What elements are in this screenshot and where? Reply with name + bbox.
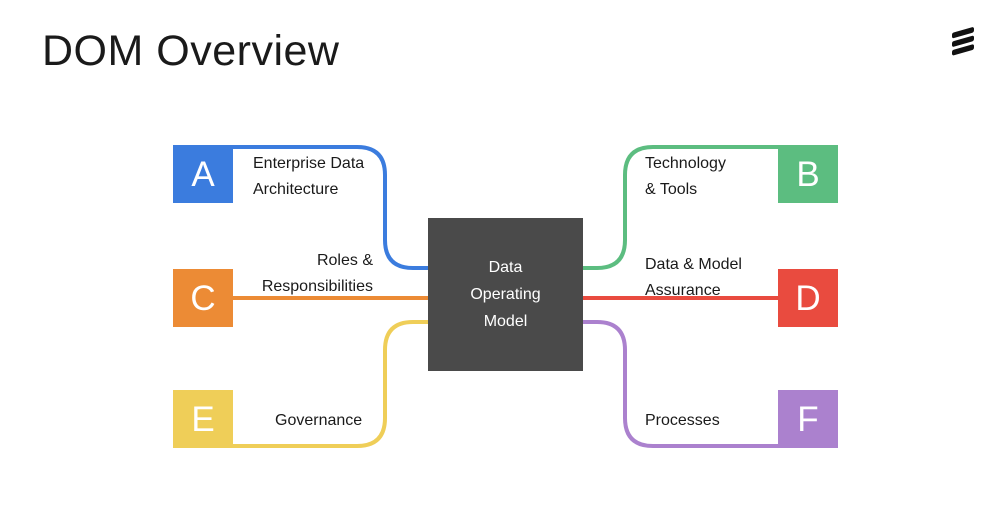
node-a-label: Enterprise Data Architecture: [253, 151, 364, 203]
node-c-label-line1: Roles &: [316, 252, 373, 269]
connector-e-line: [232, 320, 428, 448]
node-d-box: D: [778, 269, 838, 327]
center-box: Data Operating Model: [428, 218, 583, 371]
logo-bars: [952, 27, 974, 56]
center-box-line3: Model: [483, 313, 528, 330]
node-e-label-line1: Governance: [275, 412, 363, 429]
node-a-label-line2: Architecture: [253, 181, 339, 198]
connector-b-line: [583, 145, 778, 270]
center-box-line2: Operating: [470, 286, 541, 303]
node-f-label: Processes: [645, 409, 720, 433]
node-d-label-line2: Assurance: [645, 282, 721, 299]
node-f-box: F: [778, 390, 838, 448]
node-b-letter: B: [796, 154, 820, 194]
node-f-label-line1: Processes: [645, 412, 720, 429]
node-f-letter: F: [797, 399, 819, 439]
node-b-label: Technology & Tools: [645, 151, 726, 203]
ericsson-logo-icon: [952, 27, 974, 56]
center-box-line1: Data: [488, 259, 523, 276]
node-c-label: Roles & Responsibilities: [262, 248, 373, 300]
node-b-label-line1: Technology: [645, 155, 726, 172]
node-b-box: B: [778, 145, 838, 203]
node-a-label-line1: Enterprise Data: [253, 155, 365, 172]
node-e-box: E: [173, 390, 233, 448]
node-d-letter: D: [795, 278, 821, 318]
node-e-letter: E: [191, 399, 215, 439]
node-b-label-line2: & Tools: [645, 181, 698, 198]
connector-f-line: [583, 320, 778, 448]
node-a-letter: A: [191, 154, 215, 194]
node-a-box: A: [173, 145, 233, 203]
page-title: DOM Overview: [42, 27, 340, 75]
node-c-label-line2: Responsibilities: [261, 278, 373, 295]
node-c-letter: C: [190, 278, 216, 318]
node-c-box: C: [173, 269, 233, 327]
node-d-label-line1: Data & Model: [645, 256, 742, 273]
node-d-label: Data & Model Assurance: [645, 252, 742, 304]
connector-a-line: [232, 145, 428, 270]
node-e-label: Governance: [275, 409, 362, 433]
